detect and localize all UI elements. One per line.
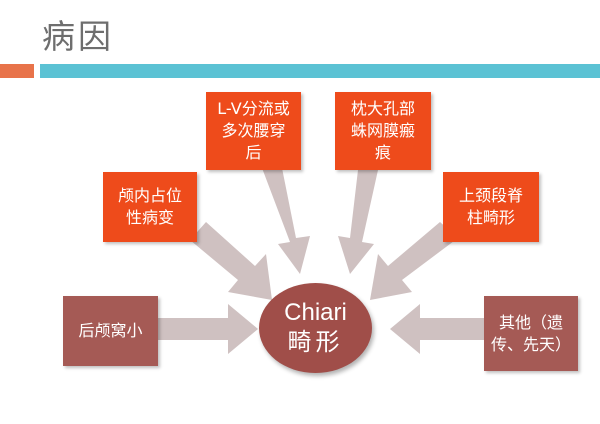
accent-bar-teal [40,64,600,78]
node-cervical-spine: 上颈段脊 柱畸形 [443,172,539,242]
node-text: 痕 [374,143,391,162]
arrow-other [390,304,484,354]
node-text: 上颈段脊 [458,186,523,205]
node-text: 后 [245,143,262,162]
node-text: 柱畸形 [466,208,515,227]
node-posterior-fossa: 后颅窝小 [63,296,158,366]
node-text: 后颅窝小 [78,321,143,340]
node-text: 颅内占位 [117,186,182,205]
node-text: 蛛网膜瘢 [350,121,415,140]
arrow-intracranial-mass [190,222,272,300]
node-other: 其他（遗 传、先天） [484,296,578,371]
center-node-chiari: Chiari 畸形 [259,283,372,373]
center-line-1: Chiari [284,299,347,326]
arrow-foramen-magnum [338,170,378,274]
node-text: 枕大孔部 [350,99,415,118]
node-text: 性病变 [125,208,174,227]
arrow-cervical-spine [370,222,458,300]
arrow-lv-shunt [262,168,310,274]
node-text: 多次腰穿 [221,121,286,140]
node-text: 传、先天） [490,334,571,354]
node-foramen-magnum: 枕大孔部 蛛网膜瘢 痕 [335,92,431,170]
node-text: 其他（遗 [498,312,563,332]
accent-bar-orange [0,64,34,78]
node-intracranial-mass: 颅内占位 性病变 [103,172,197,242]
center-line-2: 畸形 [287,328,344,356]
node-text: L-V分流或 [217,99,290,118]
node-lv-shunt: L-V分流或 多次腰穿 后 [206,92,301,170]
page-title: 病因 [42,17,114,56]
arrow-posterior-fossa [158,304,258,354]
